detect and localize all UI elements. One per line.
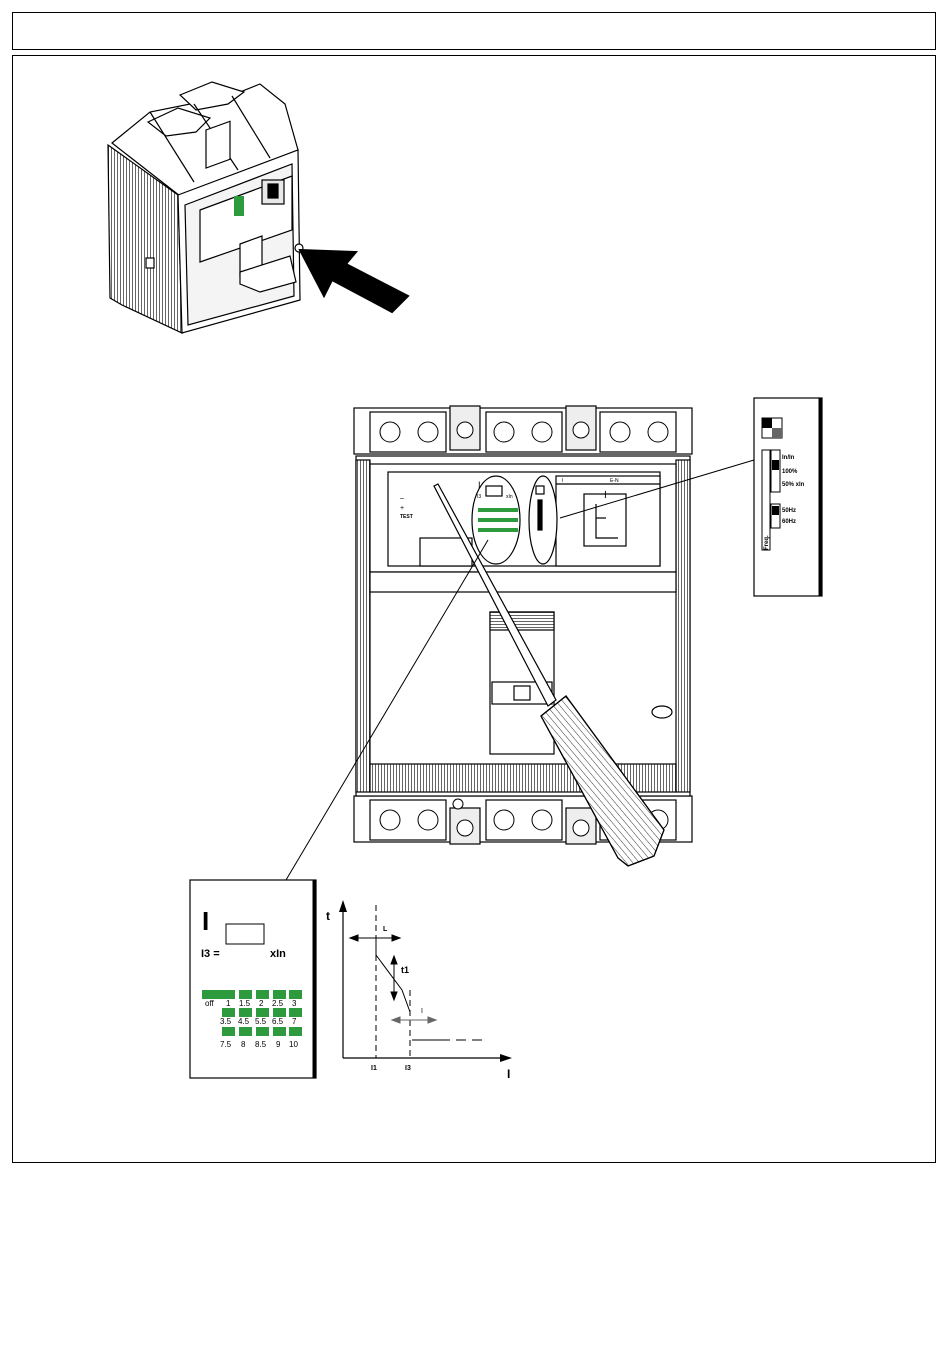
curve-t-axis-label: t — [326, 909, 330, 923]
tu-in-label: I — [562, 478, 563, 484]
curve-t1-label: t1 — [401, 965, 409, 975]
direction-arrow — [300, 250, 408, 312]
i-adjust-arrow — [392, 1017, 436, 1023]
i3-option: 7.5 — [220, 1040, 232, 1049]
i3-panel-function-letter: I — [202, 906, 209, 936]
i3-option: off — [205, 999, 215, 1008]
tu-function-letter: I — [478, 480, 481, 490]
tu-settings-header: E-N — [610, 478, 619, 484]
i3-option: 9 — [276, 1040, 281, 1049]
zoom-dip-panel: In/In 100% 50% xIn 50Hz 60Hz Freq. — [754, 398, 822, 596]
breaker-front-view — [354, 406, 692, 844]
zoom-i3-panel: I I3 = xIn off 1 1.5 2 2.5 3 3.5 4.5 — [190, 880, 316, 1078]
i3-option: 5.5 — [255, 1017, 267, 1026]
square-symbol — [762, 418, 782, 438]
i3-option: 2.5 — [272, 999, 284, 1008]
i3-value-window — [226, 924, 264, 944]
test-label: TEST — [400, 514, 413, 520]
i3-option: 2 — [259, 999, 264, 1008]
tu-curve-letter: I — [604, 490, 607, 501]
dip-in-label: In/In — [782, 455, 795, 461]
l-adjust-arrow — [350, 935, 400, 941]
i3-panel-label: I3 = — [201, 948, 220, 960]
dip-freq-50: 50Hz — [782, 508, 796, 514]
i3-option: 1.5 — [239, 999, 251, 1008]
i3-panel-unit: xIn — [270, 948, 286, 960]
tu-i3-unit: xIn — [506, 494, 513, 500]
curve-i-marker: I — [421, 1008, 423, 1015]
i3-option: 4.5 — [238, 1017, 250, 1026]
t1-adjust-arrow — [391, 956, 397, 1000]
t-axis-arrowhead — [339, 900, 347, 912]
curve-l-marker: L — [383, 926, 388, 933]
i3-option: 3 — [292, 999, 297, 1008]
i3-option: 10 — [289, 1040, 298, 1049]
i3-option: 6.5 — [272, 1017, 284, 1026]
breaker-isometric-illustration — [108, 82, 303, 333]
curve-i3-tick: I3 — [405, 1065, 411, 1072]
test-plus-label: + — [400, 505, 404, 512]
i3-option: 3.5 — [220, 1017, 232, 1026]
dip-freq-label: Freq. — [764, 535, 770, 550]
i3-option: 8.5 — [255, 1040, 267, 1049]
dip-freq-60: 60Hz — [782, 519, 796, 525]
i3-option: 8 — [241, 1040, 246, 1049]
i-axis-arrowhead — [500, 1054, 512, 1062]
dip-ratio-50: 50% xIn — [782, 482, 805, 488]
tu-i3-prefix: I3 — [477, 494, 481, 500]
curve-i1-tick: I1 — [371, 1065, 377, 1072]
i3-option: 1 — [226, 999, 231, 1008]
trip-curve-diagram: t I L t1 I I1 — [326, 900, 512, 1081]
curve-i-axis-label: I — [507, 1067, 510, 1081]
i3-option: 7 — [292, 1017, 297, 1026]
test-minus-label: – — [400, 495, 404, 502]
dip-ratio-100: 100% — [782, 469, 798, 475]
tu-green-grid — [478, 508, 518, 532]
curve-axes — [343, 908, 500, 1058]
